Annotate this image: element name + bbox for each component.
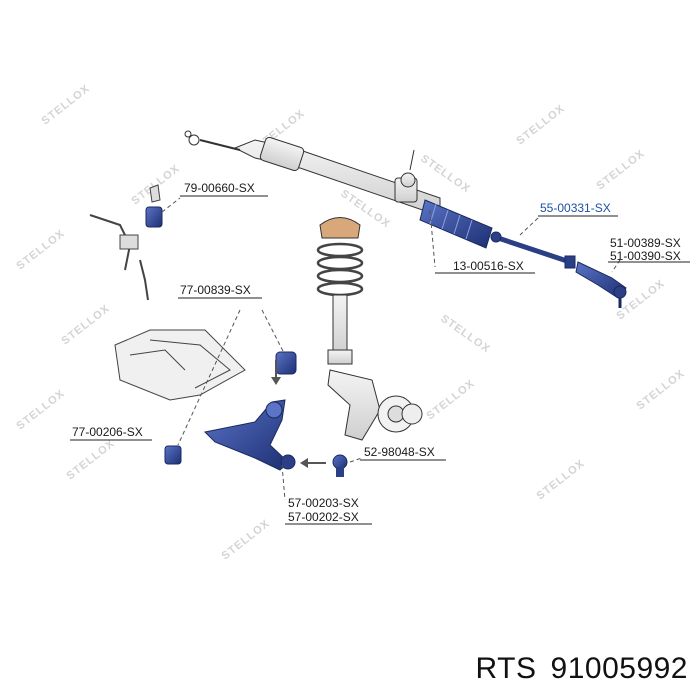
- watermark-text: STELLOX: [634, 367, 687, 412]
- watermark-text: STELLOX: [219, 517, 272, 562]
- part-label-57-00202: 57-00202-SX: [288, 510, 359, 524]
- watermark-text: STELLOX: [64, 437, 117, 482]
- steering-knuckle: [327, 369, 423, 441]
- stabilizer-bar: [89, 184, 161, 301]
- tie-rod: [490, 231, 576, 269]
- stabilizer-bushing: [145, 206, 163, 228]
- assembly-arrows: [271, 360, 326, 468]
- part-number-caption: RTS 91005992: [476, 652, 688, 686]
- tie-rod-end: [575, 261, 627, 308]
- subframe: [114, 329, 246, 401]
- part-label-77-00839: 77-00839-SX: [180, 283, 251, 297]
- steering-boot: [419, 199, 493, 249]
- watermark-text: STELLOX: [424, 377, 477, 422]
- label-underlines: [70, 195, 690, 525]
- part-label-79-00660: 79-00660-SX: [184, 181, 255, 195]
- leader-lines: [161, 197, 621, 501]
- part-label-52-98048: 52-98048-SX: [364, 445, 435, 459]
- watermark-text: STELLOX: [514, 102, 567, 147]
- watermark-layer: STELLOX STELLOX STELLOX STELLOX STELLOX …: [14, 82, 687, 562]
- watermark-text: STELLOX: [594, 147, 647, 192]
- control-arm-bushing-rear: [275, 351, 297, 375]
- brand-name: RTS: [475, 652, 537, 685]
- part-label-77-00206: 77-00206-SX: [72, 425, 143, 439]
- watermark-text: STELLOX: [14, 387, 67, 432]
- part-number: 91005992: [550, 652, 688, 685]
- steering-rack: [184, 130, 441, 217]
- watermark-text: STELLOX: [614, 277, 667, 322]
- part-label-55-00331: 55-00331-SX: [540, 201, 611, 215]
- ball-joint: [332, 454, 348, 477]
- watermark-text: STELLOX: [438, 313, 492, 356]
- lower-control-arm: [203, 399, 296, 471]
- strut-assembly: [316, 217, 364, 365]
- watermark-text: STELLOX: [14, 227, 67, 272]
- part-label-13-00516: 13-00516-SX: [453, 259, 524, 273]
- part-labels: 79-00660-SX 55-00331-SX 51-00389-SX 51-0…: [72, 181, 681, 524]
- watermark-text: STELLOX: [39, 82, 92, 127]
- watermark-text: STELLOX: [534, 457, 587, 502]
- watermark-text: STELLOX: [418, 153, 472, 196]
- part-label-51-00390: 51-00390-SX: [610, 249, 681, 263]
- part-label-57-00203: 57-00203-SX: [288, 496, 359, 510]
- part-label-51-00389: 51-00389-SX: [610, 236, 681, 250]
- control-arm-bushing-front: [164, 445, 182, 465]
- watermark-text: STELLOX: [59, 302, 112, 347]
